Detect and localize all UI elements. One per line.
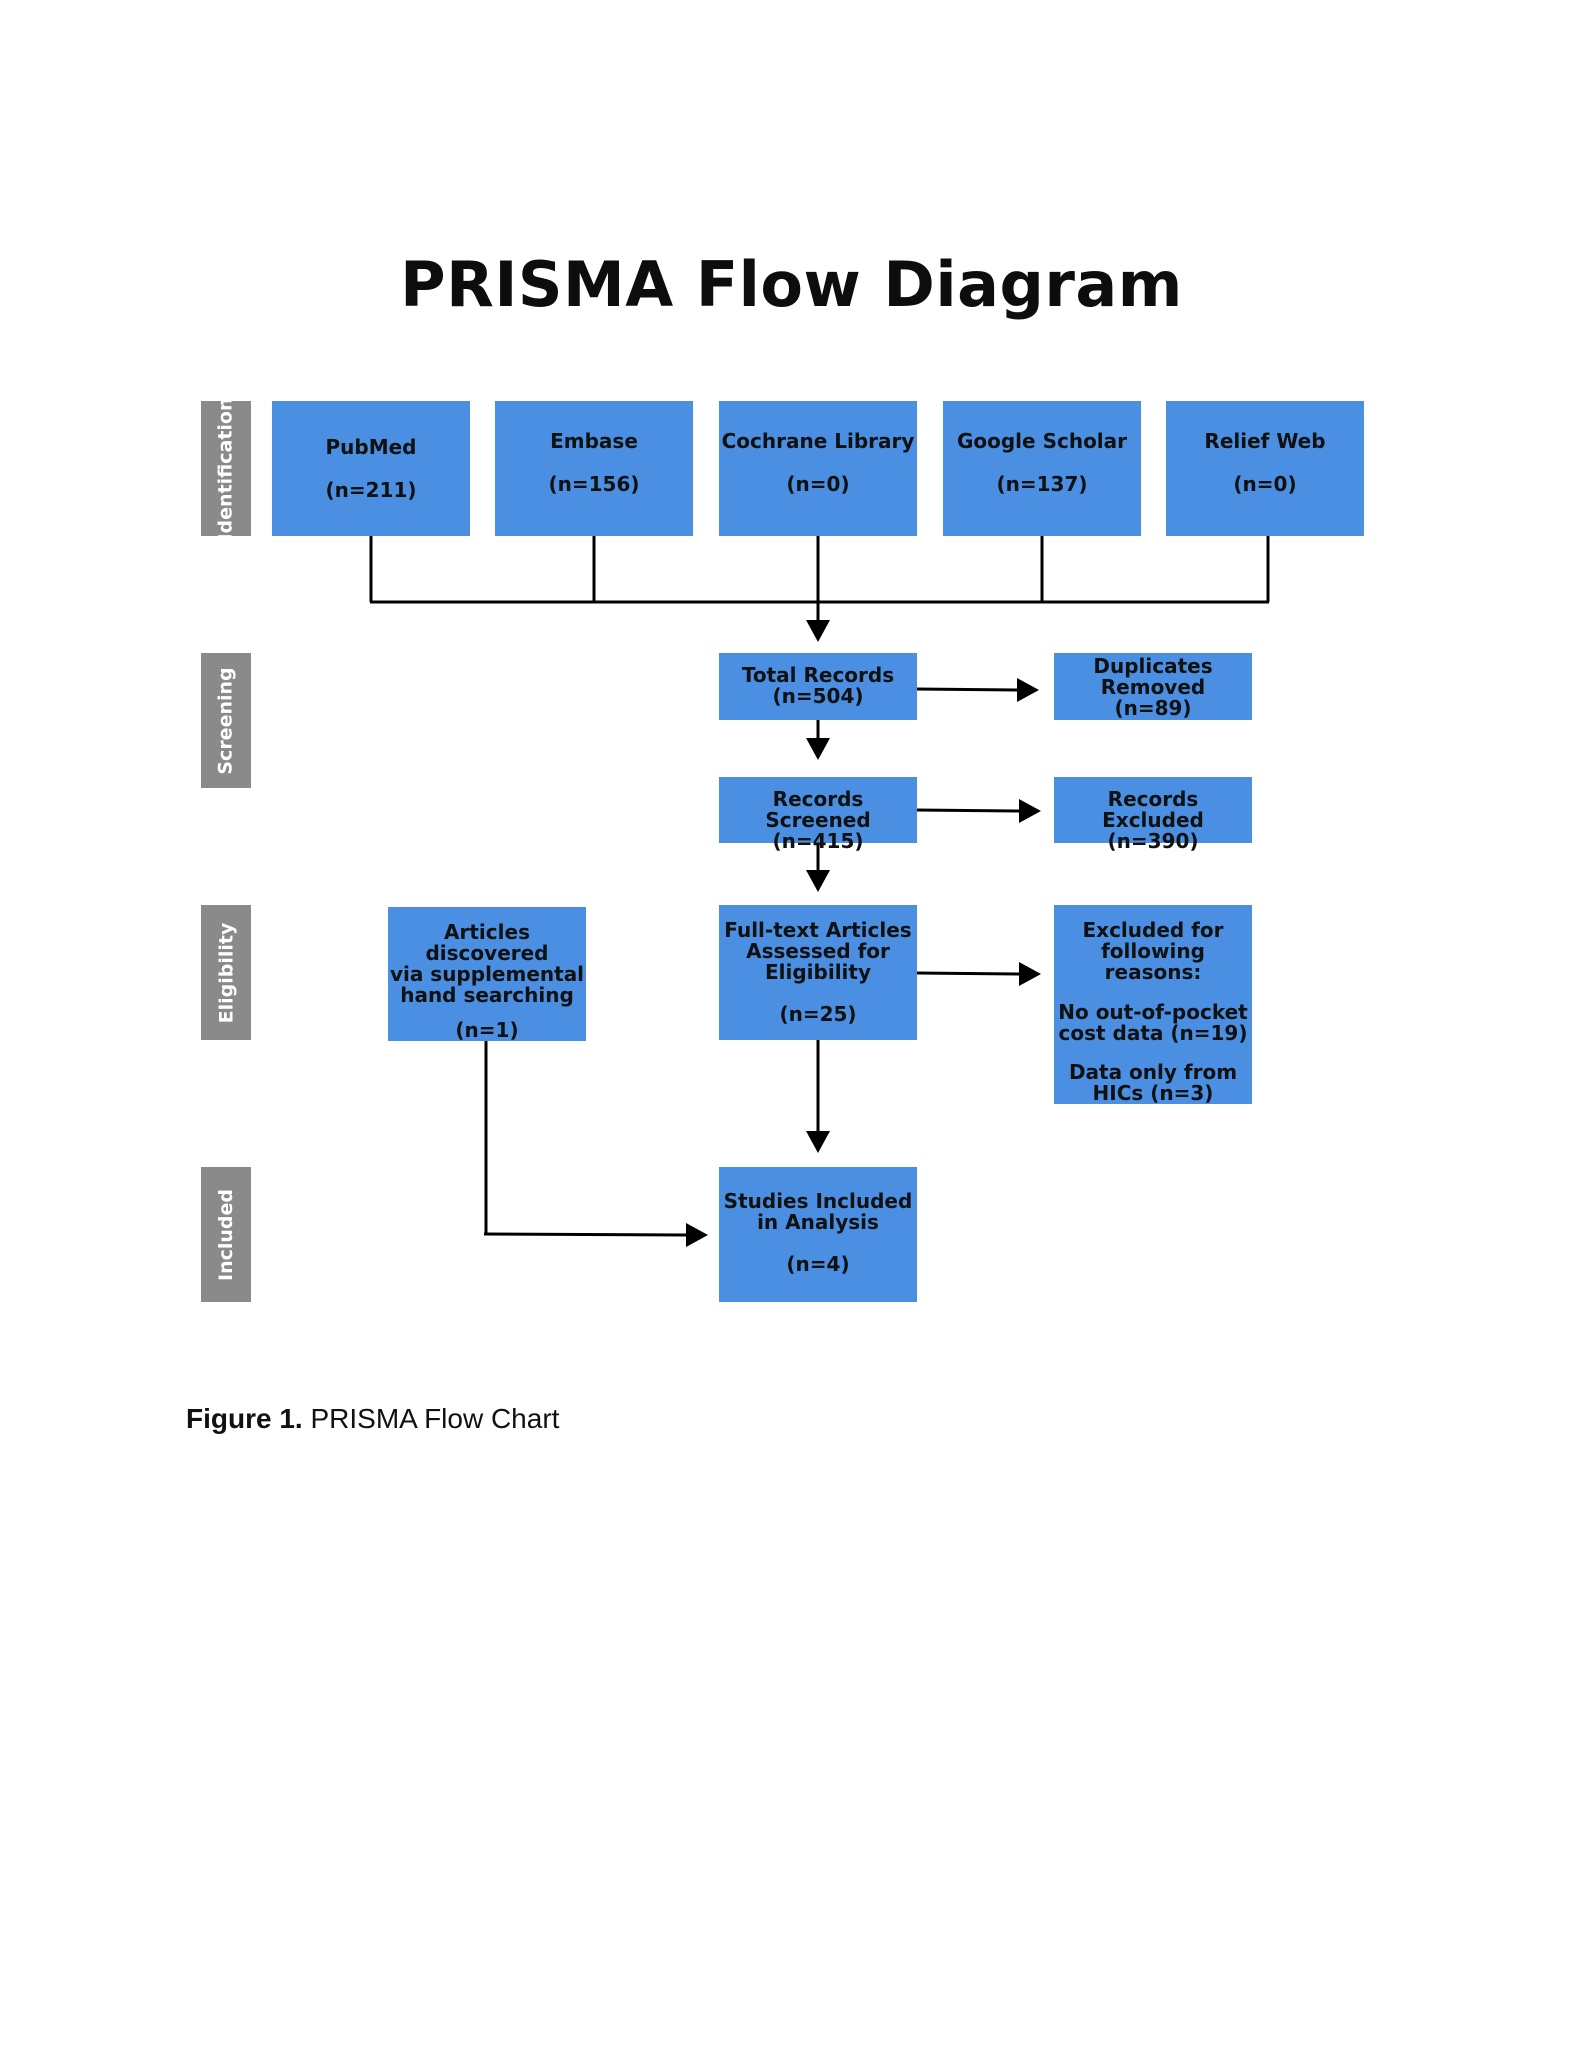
box-label: Eligibility — [764, 960, 872, 984]
arrowhead-total-records — [806, 620, 830, 642]
box-label: Duplicates — [1093, 654, 1213, 678]
phase-label-screening: Screening — [201, 653, 251, 788]
box-label: Records Screened — [765, 787, 871, 832]
box-label: Excluded for — [1082, 918, 1224, 942]
box-label: Assessed for — [746, 939, 890, 963]
figure-caption-text: PRISMA Flow Chart — [302, 1403, 560, 1434]
box-count: (n=415) — [772, 829, 864, 853]
box-total-records: Total Records (n=504) — [719, 653, 917, 720]
box-count: (n=89) — [1114, 696, 1192, 720]
reason-hics-only: Data only from — [1068, 1060, 1238, 1084]
box-studies-included: Studies Included in Analysis (n=4) — [719, 1167, 917, 1302]
source-box-google-scholar: Google Scholar (n=137) — [943, 401, 1141, 536]
box-label: Articles discovered — [425, 920, 549, 965]
source-count: (n=0) — [1233, 472, 1297, 496]
arrowhead-records-screened — [806, 738, 830, 760]
diagram-title: PRISMA Flow Diagram — [400, 248, 1183, 321]
box-label: Full-text Articles — [724, 918, 912, 942]
figure-caption-label: Figure 1. — [186, 1403, 303, 1434]
box-count: (n=25) — [779, 1002, 857, 1026]
figure-caption: Figure 1. PRISMA Flow Chart — [186, 1403, 559, 1435]
box-supplemental-articles: Articles discovered via supplemental han… — [388, 907, 586, 1041]
source-count: (n=0) — [786, 472, 850, 496]
arrowhead-duplicates — [1017, 678, 1039, 702]
box-label: via supplemental — [389, 962, 585, 986]
source-box-cochrane-library: Cochrane Library (n=0) — [719, 401, 917, 536]
source-count: (n=156) — [548, 472, 640, 496]
reason-no-cost-data: cost data (n=19) — [1058, 1020, 1248, 1045]
arrowhead-excluded-reasons — [1019, 962, 1041, 986]
reason-no-cost-data: No out-of-pocket — [1058, 999, 1248, 1024]
source-count: (n=137) — [996, 472, 1088, 496]
box-label: in Analysis — [757, 1210, 879, 1234]
box-count: (n=4) — [786, 1252, 850, 1276]
box-label: following reasons: — [1101, 939, 1205, 984]
connector-fulltext-to-reasons — [915, 971, 1020, 976]
arrowhead-included — [806, 1131, 830, 1153]
source-name: Cochrane Library — [721, 429, 915, 453]
arrowhead-records-excluded — [1019, 799, 1041, 823]
box-label: Total Records — [741, 663, 895, 687]
source-box-pubmed: PubMed (n=211) — [272, 401, 470, 536]
box-full-text-articles: Full-text Articles Assessed for Eligibil… — [719, 905, 917, 1040]
box-count: (n=390) — [1107, 829, 1199, 853]
box-records-screened: Records Screened (n=415) — [719, 777, 917, 852]
box-label: Records Excluded — [1102, 787, 1204, 832]
box-records-excluded: Records Excluded (n=390) — [1054, 777, 1252, 852]
connector-total-to-duplicates — [915, 687, 1018, 692]
arrowhead-supplemental-included — [686, 1223, 708, 1247]
phase-label-eligibility: Eligibility — [201, 905, 251, 1040]
source-count: (n=211) — [325, 478, 417, 502]
source-name: Embase — [550, 429, 638, 453]
box-excluded-reasons: Excluded for following reasons: No out-o… — [1054, 905, 1252, 1104]
phase-label-identification: Identification — [201, 397, 251, 540]
source-box-relief-web: Relief Web (n=0) — [1166, 401, 1364, 536]
box-label: hand searching — [400, 983, 574, 1007]
arrowhead-full-text — [806, 870, 830, 892]
box-label: Studies Included — [723, 1189, 913, 1213]
box-label: Removed — [1100, 675, 1206, 699]
connector-supplemental-across — [483, 1232, 687, 1237]
box-count: (n=1) — [455, 1018, 519, 1042]
phase-label-included: Included — [201, 1167, 251, 1302]
source-name: Relief Web — [1204, 429, 1326, 453]
reason-hics-only: HICs (n=3) — [1092, 1081, 1214, 1105]
box-count: (n=504) — [772, 684, 864, 708]
box-duplicates-removed: Duplicates Removed (n=89) — [1054, 653, 1252, 720]
source-name: Google Scholar — [956, 429, 1128, 453]
connector-screened-to-excluded — [915, 808, 1020, 813]
source-box-embase: Embase (n=156) — [495, 401, 693, 536]
source-name: PubMed — [325, 435, 417, 459]
